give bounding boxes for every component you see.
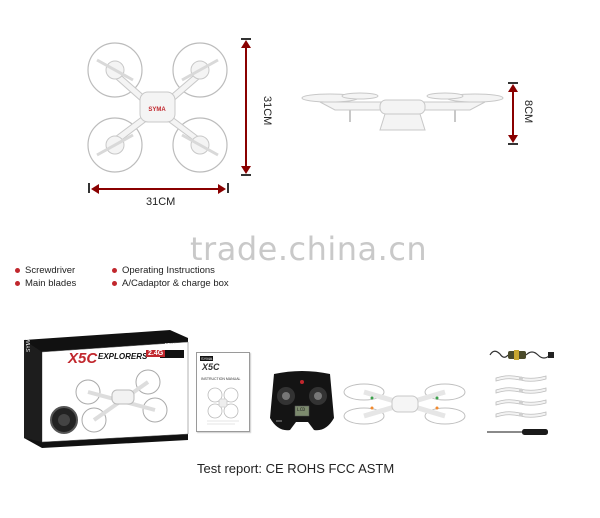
box-series: EXPLORERS <box>98 352 148 361</box>
spare-blades-image <box>495 375 547 418</box>
dimension-line-vertical <box>245 46 247 168</box>
box-channels: 4CH <box>164 343 175 349</box>
accessories-list-right: Operating Instructions A/Cadaptor & char… <box>112 264 229 290</box>
manual-brand: SYMA <box>200 356 214 361</box>
charger-image <box>489 350 554 360</box>
list-item: Screwdriver <box>15 264 76 277</box>
height-dimension-label: 8CM <box>522 100 534 124</box>
test-report-text: Test report: CE ROHS FCC ASTM <box>197 461 395 476</box>
dimension-arrow-left <box>91 184 99 194</box>
remote-display-label: LCD <box>297 408 306 413</box>
dimension-arrow-right <box>218 184 226 194</box>
drone-logo: SYMA <box>148 107 166 113</box>
dimension-cap <box>241 38 251 40</box>
box-brand: SYMA <box>26 337 32 352</box>
dimension-line-vertical <box>512 90 514 138</box>
list-item: A/Cadaptor & charge box <box>112 277 229 290</box>
dimension-cap <box>508 82 518 84</box>
remote-controller-image: LCD <box>268 368 336 434</box>
screwdriver-image <box>487 429 548 435</box>
dimension-cap <box>227 183 229 193</box>
width-dimension-label: 31CM <box>261 96 273 126</box>
dimension-cap <box>241 174 251 176</box>
watermark-text: trade.china.cn <box>190 230 428 268</box>
list-item: Main blades <box>15 277 76 290</box>
dimension-arrow-down <box>508 135 518 143</box>
drone-side-view-image <box>301 92 504 131</box>
dimension-cap <box>88 183 90 193</box>
box-model: X5C <box>68 350 98 367</box>
retail-box-image: SYMA X5C EXPLORERS 2.4G 4CH <box>20 330 192 448</box>
dimension-line-horizontal <box>98 188 218 190</box>
dimension-arrow-up <box>508 84 518 92</box>
dimension-arrow-up <box>241 40 251 48</box>
manual-model: X5C <box>202 362 220 372</box>
accessories-list-left: Screwdriver Main blades <box>15 264 76 290</box>
box-badge: 2.4G <box>146 350 166 357</box>
drone-product-image <box>343 383 466 425</box>
instruction-manual-image: SYMA X5C INSTRUCTION MANUAL <box>196 352 250 432</box>
dimension-cap <box>508 143 518 145</box>
length-dimension-label: 31CM <box>146 196 176 208</box>
manual-title: INSTRUCTION MANUAL <box>201 377 241 381</box>
dimension-arrow-down <box>241 166 251 174</box>
list-item: Operating Instructions <box>112 264 229 277</box>
drone-top-view-image: SYMA <box>87 42 228 173</box>
